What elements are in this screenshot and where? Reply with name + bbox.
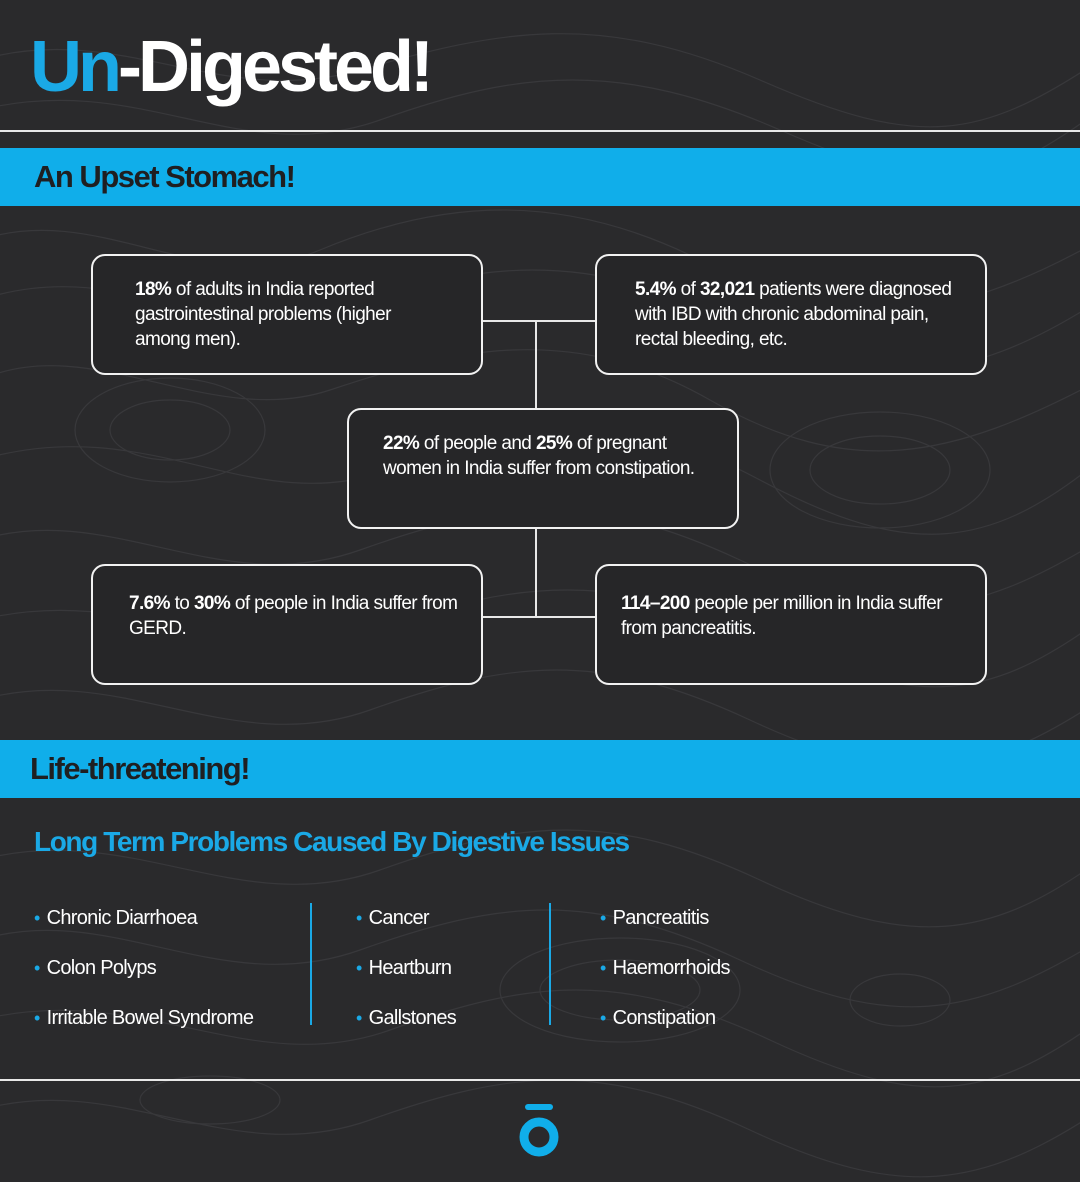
stat-description: of pregnant women in India suffer from c… [383, 433, 695, 479]
list-item: •Pancreatitis [600, 906, 709, 929]
list-item: •Heartburn [356, 956, 452, 979]
bullet-icon: • [356, 1007, 362, 1028]
bullet-icon: • [34, 907, 40, 928]
section-band-title: Life-threatening! [30, 751, 251, 786]
column-divider [310, 903, 312, 1025]
stat-box-gerd: 7.6% to 30% of people in India suffer fr… [91, 564, 483, 685]
problems-column-3: •Pancreatitis •Haemorrhoids •Constipatio… [600, 893, 731, 1043]
title-accent: Un [30, 27, 122, 107]
stat-figure: 22% [383, 433, 420, 454]
stat-figure-secondary: 32,021 [699, 279, 755, 300]
stat-figure: 7.6% [129, 593, 171, 614]
list-item: •Cancer [356, 906, 430, 929]
stat-text: 114–200 people per million in India suff… [621, 591, 951, 641]
stat-box-constipation: 22% of people and 25% of pregnant women … [347, 408, 739, 529]
stat-description: of people in India suffer from GERD. [129, 593, 458, 639]
list-item: •Colon Polyps [34, 956, 157, 979]
stat-text: 22% of people and 25% of pregnant women … [383, 431, 713, 481]
stat-connector-text: of people and [419, 433, 536, 454]
stat-text: 18% of adults in India reported gastroin… [135, 277, 445, 352]
column-divider [549, 903, 551, 1025]
footer-divider [0, 1079, 1080, 1081]
section-band-upset-stomach: An Upset Stomach! [0, 148, 1080, 206]
stat-box-ibd-patients: 5.4% of 32,021 patients were diagnosed w… [595, 254, 987, 375]
problems-column-1: •Chronic Diarrhoea •Colon Polyps •Irrita… [34, 893, 254, 1043]
stat-figure: 114–200 [621, 593, 690, 614]
long-term-problems-heading: Long Term Problems Caused By Digestive I… [34, 826, 630, 857]
stat-figure: 18% [135, 279, 172, 300]
stat-description: patients were diagnosed with IBD with ch… [635, 279, 952, 350]
bullet-icon: • [600, 1007, 606, 1028]
list-item: •Irritable Bowel Syndrome [34, 1006, 254, 1029]
stat-box-pancreatitis: 114–200 people per million in India suff… [595, 564, 987, 685]
list-item: •Gallstones [356, 1006, 457, 1029]
bullet-icon: • [600, 957, 606, 978]
list-item: •Chronic Diarrhoea [34, 906, 198, 929]
top-divider [0, 130, 1080, 132]
bullet-icon: • [356, 957, 362, 978]
stat-figure-secondary: 25% [535, 433, 573, 454]
bullet-icon: • [600, 907, 606, 928]
title-rest: -Digested! [117, 27, 434, 107]
page-title: Un-Digested! [30, 22, 434, 112]
list-item: •Haemorrhoids [600, 956, 731, 979]
problems-column-2: •Cancer •Heartburn •Gallstones [356, 893, 457, 1043]
stat-description: people per million in India suffer from … [621, 593, 943, 639]
stat-figure-secondary: 30% [193, 593, 231, 614]
bullet-icon: • [34, 1007, 40, 1028]
section-band-life-threatening: Life-threatening! [0, 740, 1080, 798]
list-item: •Constipation [600, 1006, 716, 1029]
stat-figure: 5.4% [635, 279, 677, 300]
stat-connector-text: to [169, 593, 194, 614]
stat-text: 7.6% to 30% of people in India suffer fr… [129, 591, 459, 641]
stat-description: of adults in India reported gastrointest… [135, 279, 391, 350]
stat-text: 5.4% of 32,021 patients were diagnosed w… [635, 277, 965, 352]
brand-logo-icon [519, 1104, 559, 1157]
stat-connector-text: of [675, 279, 700, 300]
bullet-icon: • [356, 907, 362, 928]
section-band-title: An Upset Stomach! [34, 159, 296, 194]
stat-box-adult-gi-problems: 18% of adults in India reported gastroin… [91, 254, 483, 375]
bullet-icon: • [34, 957, 40, 978]
